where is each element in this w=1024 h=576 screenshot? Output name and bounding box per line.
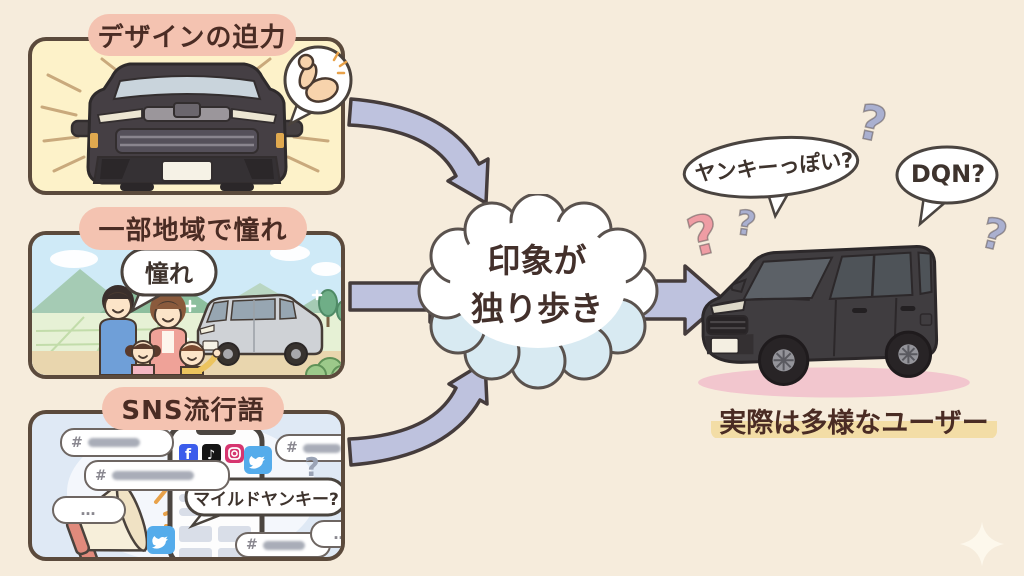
hashtag-bubble: #: [60, 428, 174, 457]
hash-sign: #: [286, 440, 298, 456]
admire-bubble: [120, 247, 218, 314]
twitter-icon-left: [147, 526, 175, 554]
caption-diverse-users: 実際は多様なユーザー: [698, 401, 1010, 440]
sparkle-icon: [960, 522, 1004, 566]
badge-design-label: デザインの迫力: [97, 22, 287, 53]
grass-bush: [305, 357, 341, 375]
dqn-bubble-label: DQN?: [910, 160, 986, 188]
car-tire-right: [220, 183, 254, 191]
car-mirror: [730, 278, 748, 294]
car-shadow: [698, 367, 970, 398]
cloud-line-2: 独り歩き: [471, 288, 603, 328]
badge-sns-label: SNS流行語: [121, 396, 265, 426]
cloud-line-1: 印象が: [487, 241, 587, 280]
black-minivan-illustration: [698, 245, 970, 398]
blurred-text: [302, 443, 341, 453]
mother: [149, 291, 187, 375]
yankee-bubble: [682, 135, 860, 220]
car-marker-right: [276, 133, 284, 148]
dots-bubble: …: [52, 496, 126, 524]
dqn-bubble: [895, 145, 999, 228]
thought-cloud: [417, 194, 659, 390]
admire-bubble-label: 憧れ: [145, 259, 193, 288]
car-grille: [706, 315, 749, 336]
car-logo: [173, 102, 201, 118]
car-rear-window: [917, 251, 933, 296]
panel-sns-buzzwords: f ♪: [28, 410, 345, 561]
caption-label: 実際は多様なユーザー: [711, 408, 997, 439]
blurred-text: [262, 540, 305, 550]
dots-label: …: [80, 501, 98, 519]
car-tire-left: [120, 183, 154, 191]
car-door-handle: [900, 305, 916, 311]
sparkle-lines: [332, 51, 348, 75]
car-door-handle: [852, 307, 868, 314]
dots-bubble: …: [310, 520, 342, 548]
facebook-icon: [179, 444, 198, 463]
car-intake-right: [244, 159, 274, 179]
blurred-text: [111, 471, 194, 480]
mild-yankee-label: マイルドヤンキー?: [193, 489, 339, 510]
car-fuel-door: [919, 313, 933, 326]
hash-sign: #: [246, 537, 258, 553]
hashtag-bubble: #: [275, 434, 341, 462]
muscle-bubble: [283, 45, 353, 127]
mild-yankee-bubble: [184, 477, 341, 529]
car-headlight-right: [231, 107, 278, 124]
blurred-text: [87, 438, 140, 447]
instagram-icon: [225, 444, 244, 463]
cloud-message: 印象が 独り歩き: [427, 237, 647, 333]
father: [99, 285, 137, 375]
car-front-wheel: [757, 334, 810, 386]
panel-region-admired: 憧れ: [28, 231, 345, 379]
silver-minivan-illustration: [178, 289, 324, 366]
trees: [318, 289, 341, 327]
dots-label: …: [334, 525, 342, 543]
car-intake-left: [100, 159, 130, 179]
badge-sns-buzzwords: SNS流行語: [102, 387, 284, 430]
daughter: [125, 340, 161, 375]
car-windshield: [112, 75, 262, 101]
car-side-windows: [828, 251, 914, 300]
sns-question-mark: ?: [304, 453, 320, 483]
car-windshield: [741, 256, 834, 301]
tiktok-icon: [202, 444, 221, 463]
car-license-plate: [710, 337, 740, 355]
arrow-design-to-cloud: [347, 97, 490, 205]
badge-region-label: 一部地域で憧れ: [98, 216, 288, 246]
hash-sign: #: [95, 467, 107, 484]
car-headlight-left: [96, 107, 143, 124]
family-illustration: [99, 285, 222, 375]
car-rear-wheel: [884, 330, 933, 378]
hashtag-bubble: #: [84, 460, 230, 491]
muscle-arm-icon: [297, 51, 348, 103]
car-grille-lower: [115, 128, 259, 154]
twitter-icon-right: [244, 446, 272, 474]
facebook-glyph: f: [185, 447, 192, 463]
son: [179, 341, 222, 375]
front-minivan-illustration: [40, 57, 332, 191]
car-license-plate: [161, 160, 213, 182]
badge-region-admired: 一部地域で憧れ: [79, 207, 307, 250]
car-marker-left: [90, 133, 98, 148]
badge-design-impact: デザインの迫力: [88, 14, 296, 56]
hash-sign: #: [71, 434, 83, 451]
tiktok-glyph: ♪: [207, 448, 215, 463]
question-mark-gray: ?: [852, 93, 892, 155]
